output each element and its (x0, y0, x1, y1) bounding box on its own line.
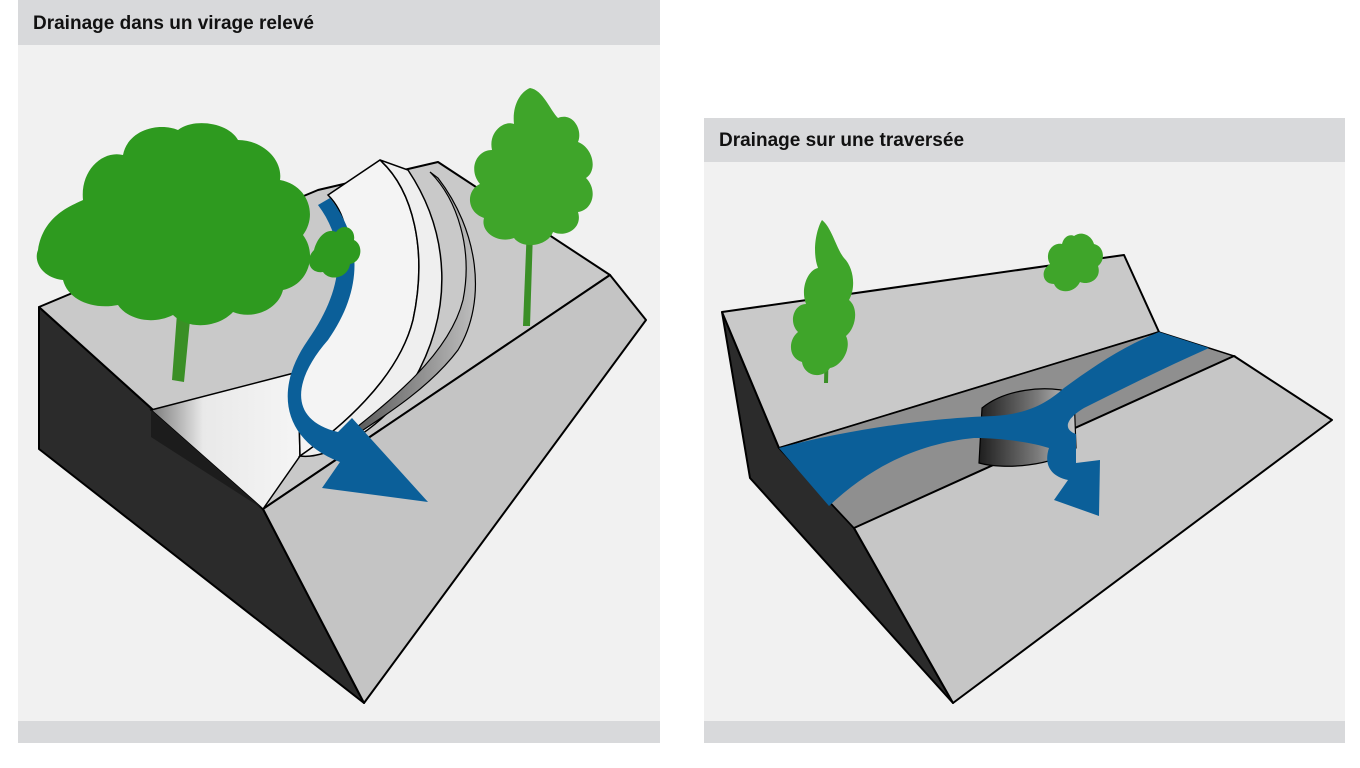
panel-title: Drainage dans un virage relevé (18, 0, 660, 45)
panel-crossing: Drainage sur une traversée (704, 118, 1345, 743)
flow-arrow-icon (287, 198, 428, 502)
outer-bank-edge (297, 159, 443, 458)
panel-title: Drainage sur une traversée (704, 118, 1345, 162)
water-channel (779, 332, 1209, 516)
shrub-icon (790, 220, 856, 383)
shrub-icon (308, 226, 361, 278)
terrain-slope (853, 355, 1333, 704)
panel-banked-turn: Drainage dans un virage relevé (18, 0, 660, 743)
panel-footer (18, 721, 660, 743)
shrub-icon (1043, 233, 1103, 292)
banked-turn-diagram (36, 88, 647, 704)
terrain-slope (262, 274, 647, 704)
tree-icon (469, 88, 593, 326)
bank-wall-dark (151, 410, 263, 509)
panel-footer (704, 721, 1345, 743)
crossing-diagram (721, 220, 1333, 704)
tree-icon (36, 123, 311, 382)
